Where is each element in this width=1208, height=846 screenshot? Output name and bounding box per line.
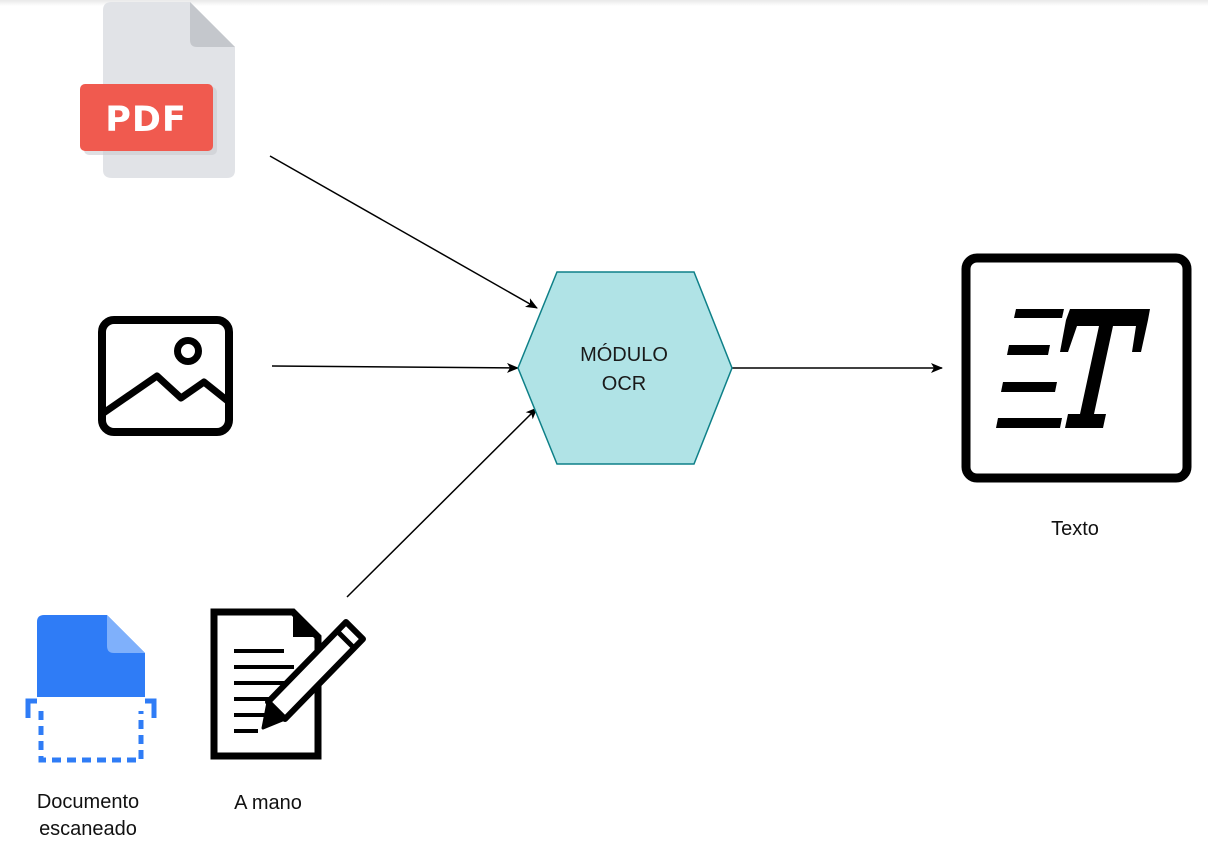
image-sun: [174, 337, 202, 365]
scanned-document-icon[interactable]: [25, 615, 157, 763]
ocr-hexagon: [517, 271, 733, 465]
pencil-band: [335, 629, 356, 650]
image-icon[interactable]: [98, 316, 233, 436]
ocr-label-line1: MÓDULO: [580, 343, 668, 366]
edges: [269, 155, 943, 598]
text-line-1: [1014, 309, 1064, 318]
scan-page-fold: [107, 615, 145, 653]
handwriting-label: A mano: [234, 792, 302, 814]
pdf-file-icon[interactable]: PDF: [80, 2, 235, 178]
image-frame: [98, 316, 233, 436]
pdf-badge-label: PDF: [105, 100, 187, 140]
note-page-fold: [293, 612, 318, 637]
text-format-icon[interactable]: [961, 253, 1192, 483]
text-line-3: [1001, 382, 1057, 392]
scan-dashed-area: [38, 711, 144, 763]
pencil-tip: [261, 700, 287, 730]
scanned-label-line2: escaneado: [39, 818, 137, 840]
edge-handwritten-to-ocr[interactable]: [346, 407, 538, 598]
edge-pdf-to-ocr[interactable]: [269, 155, 538, 309]
scan-corner-right: [145, 698, 157, 718]
text-italic-t: [1060, 309, 1150, 428]
edge-image-to-ocr[interactable]: [271, 362, 519, 373]
pdf-badge: [80, 84, 213, 151]
image-mountains: [100, 372, 232, 417]
ocr-module[interactable]: MÓDULO OCR: [517, 271, 733, 465]
handwriting-icon[interactable]: [210, 608, 366, 760]
scan-corner-left: [25, 698, 37, 718]
text-line-2: [1007, 345, 1050, 355]
pdf-fold-shape: [190, 2, 235, 47]
text-output-label: Texto: [1051, 518, 1099, 540]
scanned-label-line1: Documento: [37, 791, 139, 813]
text-line-4: [996, 418, 1062, 428]
scan-page: [37, 615, 145, 697]
top-shadow: [0, 0, 1208, 6]
text-icon-frame: [961, 253, 1192, 483]
ocr-label-line2: OCR: [602, 373, 646, 395]
